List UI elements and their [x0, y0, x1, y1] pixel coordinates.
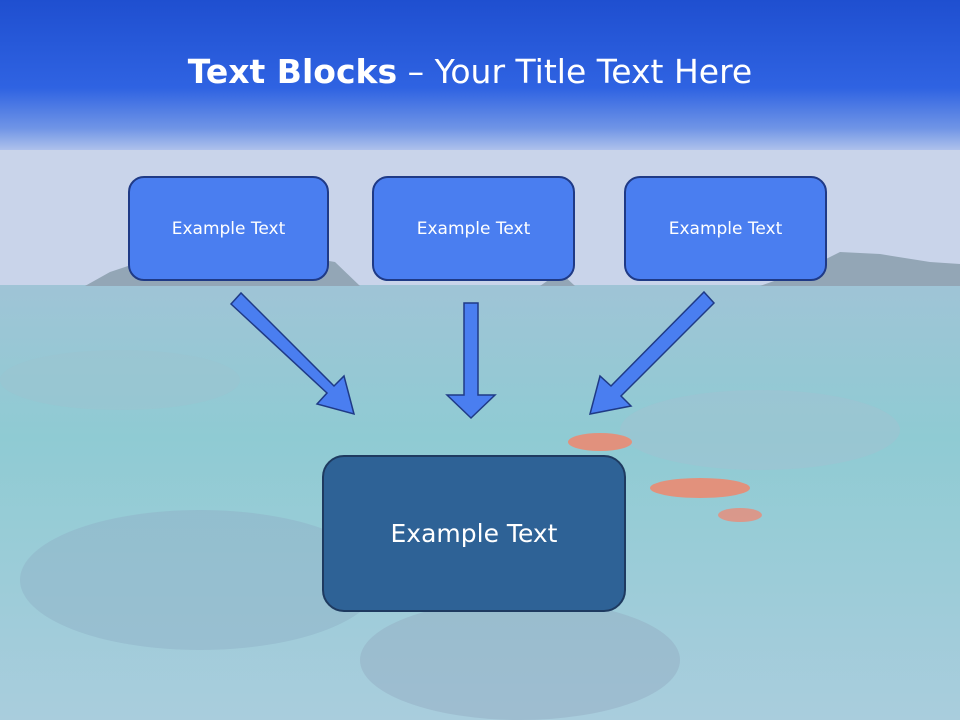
snorkeler-figure	[568, 433, 762, 522]
title-bold-part: Text Blocks	[187, 52, 398, 91]
title-rest-part: Your Title Text Here	[434, 52, 753, 91]
arrow-left-diagonal	[229, 291, 356, 416]
title-dash: –	[407, 52, 425, 91]
text-box-top-right: Example Text	[624, 176, 827, 281]
text-box-top-middle-label: Example Text	[416, 218, 531, 239]
text-box-top-middle: Example Text	[372, 176, 575, 281]
arrow-right-diagonal	[588, 290, 716, 415]
text-box-center-label: Example Text	[390, 519, 558, 548]
text-box-top-left-label: Example Text	[171, 218, 286, 239]
slide-title: Text Blocks – Your Title Text Here	[0, 52, 940, 91]
text-box-top-left: Example Text	[128, 176, 329, 281]
text-box-top-right-label: Example Text	[668, 218, 783, 239]
text-box-center: Example Text	[322, 455, 626, 612]
arrow-center-down	[445, 302, 497, 420]
